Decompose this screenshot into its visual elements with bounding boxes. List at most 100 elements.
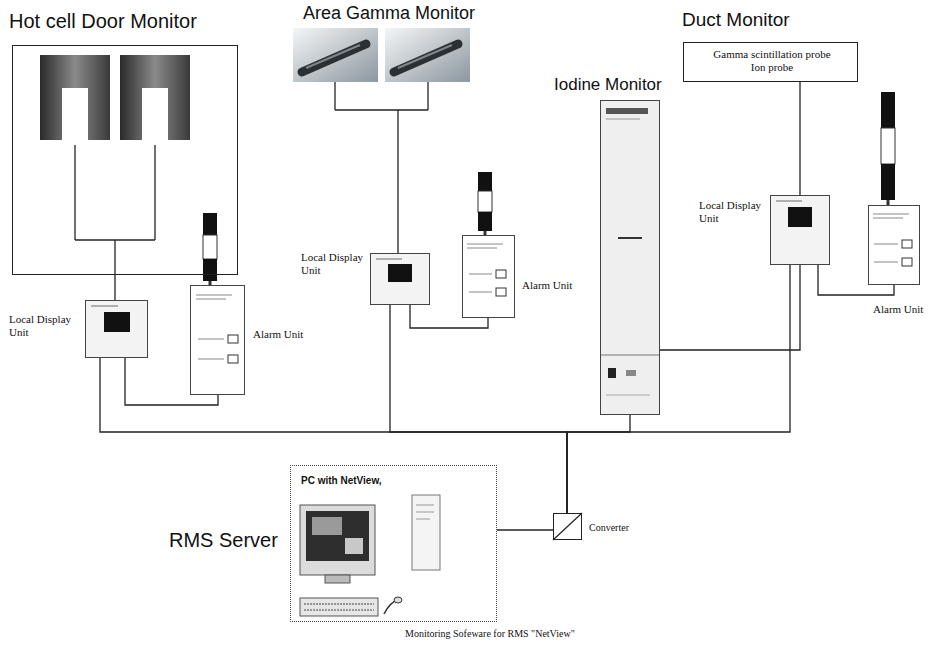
tower-light [881,92,895,128]
signal-cable [410,305,488,328]
display-body [770,195,830,265]
server-text: PC with NetView, [301,475,382,487]
software-note: Monitoring Sofeware for RMS "NetView" [405,628,575,640]
converter-diagonal [553,513,582,540]
tower-light [881,128,895,164]
probe-group: Area Gamma Monitor [290,28,472,110]
printout-line [416,519,430,520]
key-row [304,604,374,605]
mouse [394,597,402,603]
signal-cable [114,275,115,300]
server-group: RMS ServerPC with NetView, [290,465,497,622]
printout-line [416,505,434,506]
local-display-unit: Local Display Unit [770,195,830,265]
cabinet-print [606,395,650,396]
display-screen [388,264,412,282]
probe-photo [293,28,378,82]
panel-print [873,218,903,219]
local-display-unit: Local Display Unit [85,300,148,358]
cabinet-print [606,119,640,120]
cabinet-divider [600,355,660,356]
display-print [376,258,402,260]
panel-button [902,258,912,266]
tower-light [478,212,492,231]
tower-light [203,235,217,259]
detector-wire [154,145,155,240]
signal-cable [497,529,553,530]
cabinet-handle [618,237,642,239]
cabinet-body [600,100,660,415]
probe-text: Gamma scintillation probe Ion probe [707,48,837,73]
panel-print [469,292,492,293]
unit-label: Alarm Unit [873,303,923,316]
unit-label: Alarm Unit [522,279,572,292]
gamma-probe [302,44,366,72]
key-row [304,610,374,611]
panel-print [198,339,224,340]
detector-wire [114,240,115,275]
probe-highlight [306,45,360,68]
display-print [776,200,802,202]
signal-cable [390,305,567,513]
panel-button [228,355,238,363]
detector-wire [74,145,75,240]
screen-window [312,517,342,535]
tower-light [881,164,895,200]
panel-print [467,248,497,249]
panel-print [874,244,898,245]
signal-cable [397,110,398,253]
server-heading: RMS Server [169,529,278,552]
door-detector [120,55,190,140]
cabinet-switch [626,370,636,376]
cabinet-plate [606,108,648,114]
display-body [370,253,430,305]
keyboard [300,598,378,616]
panel-button [496,288,506,296]
monitor-heading: Iodine Monitor [554,75,662,95]
unit-label: Alarm Unit [253,328,303,341]
probe-highlight [398,45,452,68]
tower-light [203,259,217,281]
signal-cable [799,82,800,195]
monitor-heading: Hot cell Door Monitor [9,10,197,33]
monitor-frame [300,505,375,575]
alarm-unit: Alarm Unit [868,205,920,285]
signal-cable [818,265,894,295]
panel-print [469,274,492,275]
screen-window [345,538,363,554]
monitor-stand [325,575,350,583]
probe-wire [335,109,428,110]
tower-light [478,191,492,212]
panel-print [467,244,503,245]
unit-label: Local Display Unit [9,313,81,338]
display-body [85,300,148,358]
panel-print [196,295,232,296]
probe-box: Duct MonitorGamma scintillation probe Io… [683,42,858,82]
tower-light [203,213,217,235]
signal-cable [567,415,630,513]
converter-label: Converter [589,522,629,534]
monitor-heading: Area Gamma Monitor [303,3,475,24]
probe-wire [427,82,428,110]
converter-box: Converter [553,513,582,540]
cabinet-switch [608,368,616,378]
panel-button [228,335,238,343]
alarm-unit: Alarm Unit [190,285,245,395]
unit-label: Local Display Unit [699,199,767,224]
panel-button [902,240,912,248]
gamma-probe [394,44,458,72]
unit-label: Local Display Unit [301,251,363,276]
monitor-screen [306,511,369,561]
printout [412,495,440,570]
monitor-enclosure: Hot cell Door Monitor [12,45,238,275]
signal-cable [660,265,800,350]
display-screen [104,312,130,332]
monitor-heading: Duct Monitor [682,9,790,31]
display-screen [788,207,812,227]
iodine-cabinet: Iodine Monitor [600,100,660,415]
panel-print [198,359,224,360]
panel-button [496,270,506,278]
